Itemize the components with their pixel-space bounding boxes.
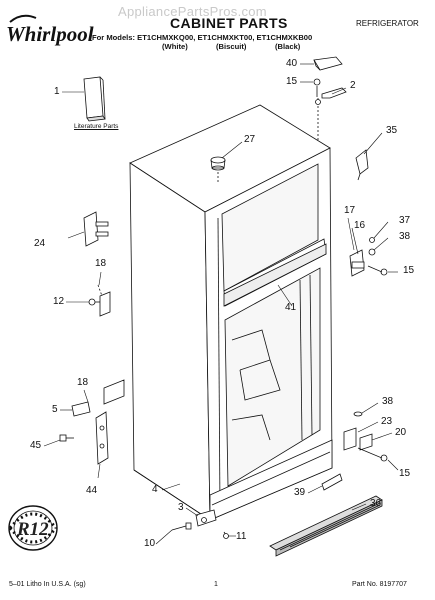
callout-27: 27 (244, 134, 256, 145)
bottom-left-hinge-assembly (59, 379, 125, 465)
center-hinge-assembly (349, 237, 388, 277)
callout-16: 16 (354, 220, 366, 231)
callout-37: 37 (399, 215, 411, 226)
footer-page-number: 1 (214, 581, 218, 588)
callout-18-lower: 18 (77, 377, 89, 388)
part-35-bracket (355, 149, 369, 181)
page-title: CABINET PARTS (170, 15, 288, 31)
callout-12: 12 (53, 296, 65, 307)
callout-15-lower: 15 (399, 468, 411, 479)
callout-40: 40 (286, 58, 298, 69)
callout-3: 3 (178, 502, 184, 513)
callout-5: 5 (52, 404, 58, 415)
part-24-hinge (83, 211, 109, 247)
part-27-plug (210, 156, 226, 182)
models-line: For Models: ET1CHMXKQ00, ET1CHMXKT00, ET… (92, 33, 313, 42)
callout-1: 1 (54, 86, 60, 97)
callout-23: 23 (381, 416, 393, 427)
color-white-label: (White) (162, 42, 188, 51)
callout-39: 39 (294, 487, 306, 498)
callout-35: 35 (386, 125, 398, 136)
category-label: REFRIGERATOR (356, 19, 419, 28)
whirlpool-logo-swoosh (9, 14, 37, 23)
r12-badge (8, 505, 58, 551)
footer-part-number: Part No. 8197707 (352, 581, 407, 588)
color-black-label: (Black) (275, 42, 301, 51)
callout-45: 45 (30, 440, 42, 451)
bottom-right-hinge-assembly (343, 411, 388, 462)
callout-11: 11 (236, 531, 247, 542)
callout-17: 17 (344, 205, 356, 216)
leader-lines (43, 63, 399, 545)
callout-2: 2 (350, 80, 356, 91)
callout-44: 44 (86, 485, 98, 496)
color-biscuit-label: (Biscuit) (216, 42, 247, 51)
part-12-hinge (88, 284, 111, 317)
watermark-text: AppliancePartsPros.com (118, 4, 267, 19)
leveler-assembly (171, 509, 229, 539)
callout-38-upper: 38 (399, 231, 411, 242)
callout-15-top: 15 (286, 76, 298, 87)
callout-15-mid: 15 (403, 265, 415, 276)
callout-24: 24 (34, 238, 46, 249)
r12-badge-text: R12 (17, 519, 49, 540)
callout-41: 41 (285, 302, 297, 313)
callout-20: 20 (395, 427, 407, 438)
callout-4: 4 (152, 484, 158, 495)
callout-38-lower: 38 (382, 396, 394, 407)
top-hinge-assembly (313, 56, 347, 140)
footer-print-info: 5–01 Litho In U.S.A. (sg) (9, 581, 86, 588)
callout-36: 36 (370, 498, 382, 509)
literature-booklet (83, 76, 106, 122)
refrigerator-cabinet (129, 104, 333, 521)
callout-18-upper: 18 (95, 258, 107, 269)
base-grille (269, 473, 383, 557)
whirlpool-logo: Whirlpool (6, 22, 94, 46)
literature-parts-label: Literature Parts (74, 123, 119, 130)
callout-10: 10 (144, 538, 156, 549)
